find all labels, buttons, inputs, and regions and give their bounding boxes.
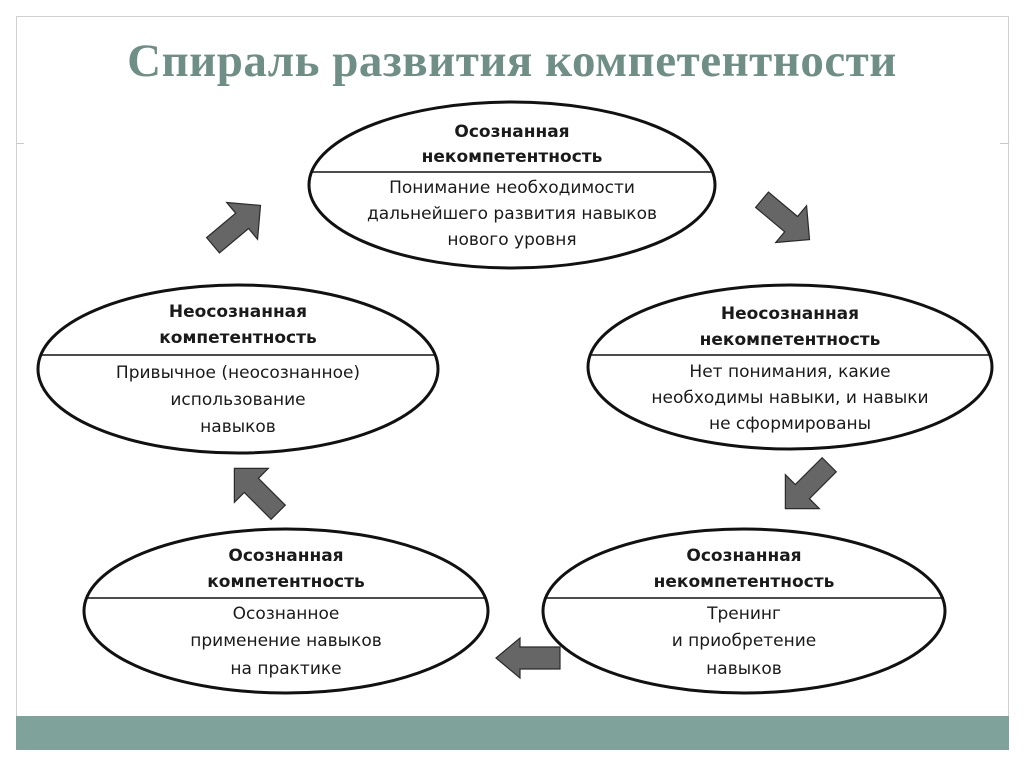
- node-left-desc-1: Привычное (неосознанное): [116, 363, 360, 383]
- node-right-desc-3: не сформированы: [709, 414, 871, 434]
- node-right-title-1: Неосознанная: [721, 304, 859, 324]
- slide-title: Спираль развития компетентности: [127, 35, 897, 87]
- node-bottom-left-desc-1: Осознанное: [233, 604, 340, 624]
- node-left: Неосознанная компетентность Привычное (н…: [36, 283, 440, 455]
- node-bottom-right-desc-3: навыков: [706, 659, 782, 679]
- node-left-ellipse: [36, 283, 440, 455]
- node-bottom-right-title-2: некомпетентность: [654, 572, 835, 592]
- node-bottom-right-desc-2: и приобретение: [672, 631, 817, 651]
- arrow-left-to-top-icon: [205, 201, 262, 254]
- node-top-desc-3: нового уровня: [447, 230, 576, 250]
- node-left-desc-2: использование: [170, 390, 305, 410]
- node-bottom-right-ellipse: [541, 527, 947, 695]
- node-top-ellipse: [307, 100, 717, 270]
- node-left-title-1: Неосознанная: [169, 302, 307, 322]
- arrow-bottom-right-to-bottom-left-icon: [495, 636, 561, 680]
- node-bottom-left: Осознанная компетентность Осознанное при…: [82, 527, 490, 695]
- node-top-desc-2: дальнейшего развития навыков: [367, 204, 657, 224]
- node-top: Осознанная некомпетентность Понимание не…: [307, 100, 717, 270]
- node-bottom-left-ellipse: [82, 527, 490, 695]
- bottom-bar: [16, 716, 1009, 750]
- divider-right: [1000, 143, 1009, 144]
- node-bottom-left-title-1: Осознанная: [228, 546, 343, 566]
- node-right-title-2: некомпетентность: [700, 330, 881, 350]
- node-right: Неосознанная некомпетентность Нет понима…: [586, 283, 994, 451]
- node-left-title-2: компетентность: [159, 328, 316, 348]
- node-bottom-left-desc-2: применение навыков: [190, 631, 382, 651]
- node-bottom-right-desc-1: Тренинг: [706, 604, 781, 624]
- node-bottom-right: Осознанная некомпетентность Тренинг и пр…: [541, 527, 947, 695]
- arrow-right-to-bottom-right-icon: [784, 456, 838, 510]
- node-bottom-left-title-2: компетентность: [207, 572, 364, 592]
- node-right-desc-1: Нет понимания, какие: [689, 362, 890, 382]
- node-bottom-right-title-1: Осознанная: [686, 546, 801, 566]
- node-right-desc-2: необходимы навыки, и навыки: [651, 388, 928, 408]
- node-top-title-1: Осознанная: [454, 122, 569, 142]
- arrow-bottom-left-to-left-icon: [233, 467, 287, 521]
- node-bottom-left-desc-3: на практике: [230, 659, 341, 679]
- node-right-ellipse: [586, 283, 994, 451]
- node-top-title-2: некомпетентность: [422, 147, 603, 167]
- node-top-desc-1: Понимание необходимости: [389, 178, 635, 198]
- node-left-desc-3: навыков: [200, 417, 276, 437]
- divider-left: [16, 143, 24, 144]
- arrow-top-to-right-icon: [754, 191, 811, 244]
